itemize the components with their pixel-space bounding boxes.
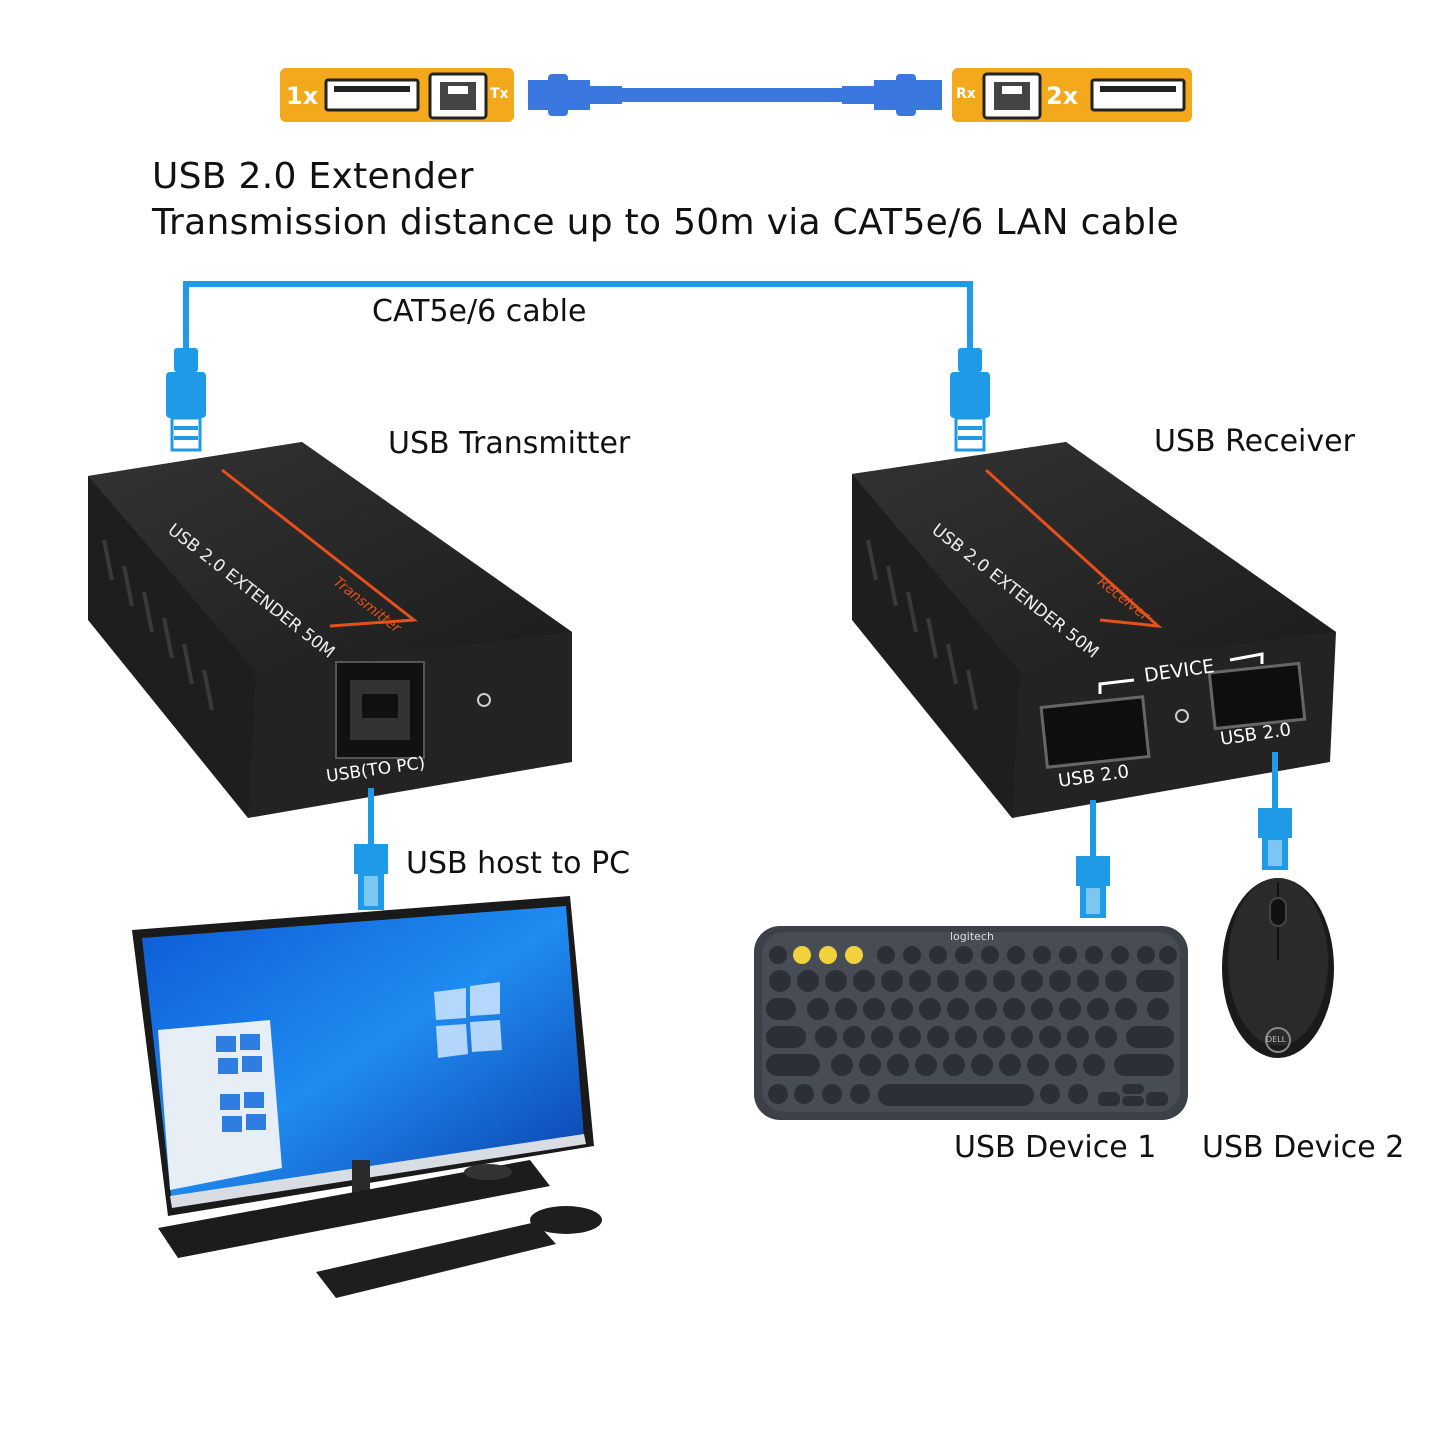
label-device2: USB Device 2 bbox=[1202, 1130, 1405, 1165]
cat-cable bbox=[183, 281, 973, 350]
pc-keyboard bbox=[316, 1222, 556, 1298]
top-banner bbox=[280, 68, 1192, 122]
banner-left-tag: Tx bbox=[490, 86, 509, 102]
label-host: USB host to PC bbox=[406, 846, 631, 881]
heading-line1: USB 2.0 Extender bbox=[152, 156, 474, 197]
label-receiver: USB Receiver bbox=[1154, 424, 1355, 459]
usb-cable-device1 bbox=[1076, 800, 1110, 918]
banner-right-tag: Rx bbox=[956, 86, 976, 102]
label-device1: USB Device 1 bbox=[954, 1130, 1157, 1165]
banner-right-count: 2x bbox=[1046, 82, 1079, 110]
device-mouse bbox=[1222, 878, 1334, 1058]
receiver-box bbox=[852, 442, 1336, 818]
pc-mouse bbox=[530, 1206, 602, 1234]
transmitter-box bbox=[88, 442, 572, 818]
device-keyboard bbox=[754, 926, 1188, 1120]
rj45-connector-right bbox=[950, 348, 990, 452]
label-transmitter: USB Transmitter bbox=[388, 426, 631, 461]
mouse-brand: DELL bbox=[1266, 1035, 1287, 1044]
banner-left-count: 1x bbox=[286, 82, 319, 110]
pc-monitor bbox=[132, 896, 594, 1258]
usb-cable-device2 bbox=[1258, 752, 1292, 870]
keyboard-brand: logitech bbox=[950, 930, 994, 943]
heading-line2: Transmission distance up to 50m via CAT5… bbox=[152, 202, 1179, 243]
usb-cable-host bbox=[354, 788, 388, 910]
rj45-connector-left bbox=[166, 348, 206, 452]
label-cable: CAT5e/6 cable bbox=[372, 294, 587, 329]
